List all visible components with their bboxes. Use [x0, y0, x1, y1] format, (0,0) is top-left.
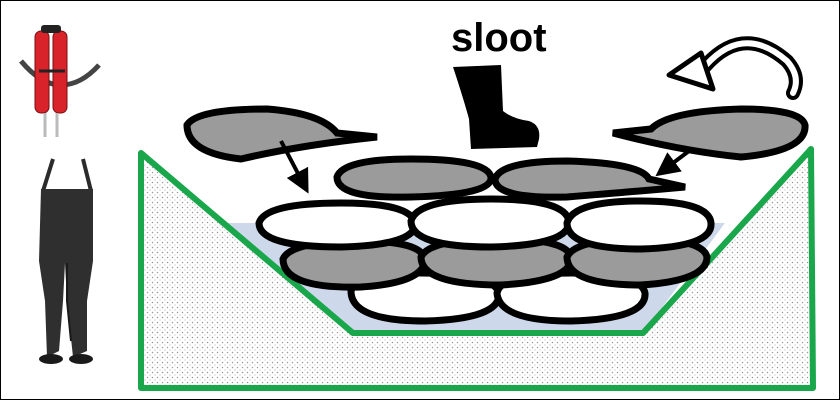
bag-stack	[255, 155, 715, 325]
arrow-right	[655, 149, 691, 177]
boot-icon	[453, 65, 540, 149]
bag-white	[407, 195, 573, 251]
waders-icon	[39, 158, 93, 364]
ditch-bank	[139, 146, 814, 336]
bag-gray-incoming-left	[183, 105, 378, 163]
bag-white	[563, 197, 715, 253]
bag-gray	[491, 157, 686, 201]
title-sloot: sloot	[451, 16, 547, 60]
rotate-arrow-icon	[666, 36, 803, 100]
arrow-left	[279, 140, 309, 194]
life-vest-icon	[19, 25, 101, 137]
bag-gray	[333, 155, 495, 201]
bag-gray-incoming-right	[612, 105, 809, 161]
bag-white	[255, 199, 419, 251]
